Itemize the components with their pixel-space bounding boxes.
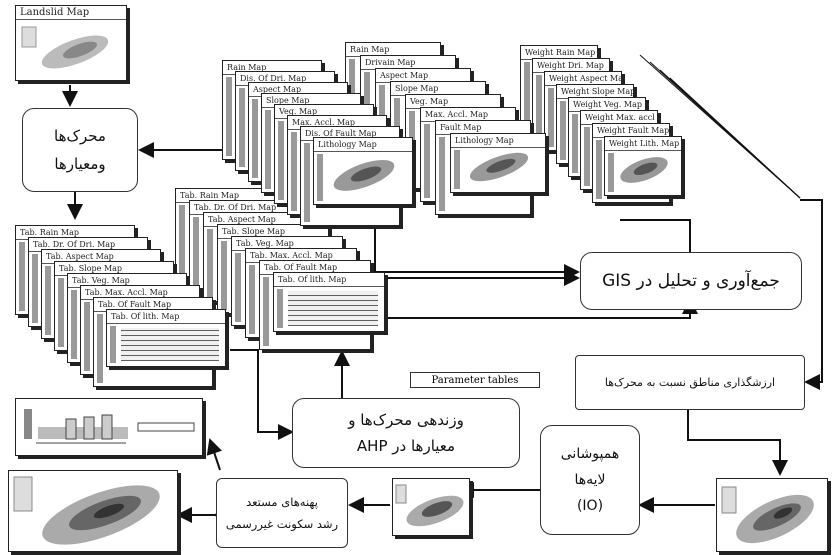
window-side-strip	[97, 314, 103, 383]
window-side-strip	[252, 99, 258, 178]
window-side-strip	[572, 114, 578, 173]
map-thumbnail-icon	[469, 152, 529, 182]
window-side-strip	[110, 326, 116, 363]
ahp-line-2: معیارها در AHP	[356, 437, 456, 455]
window-side-strip	[608, 153, 614, 192]
window-side-strip	[221, 241, 227, 310]
stack-window: Tab. Of lith. Map	[273, 272, 385, 332]
criteria-box: محرک‌ها ومعیارها	[22, 108, 138, 192]
window-side-strip	[235, 253, 241, 322]
window-side-strip	[84, 302, 90, 371]
stack-window-title: Weight Lith. Map	[605, 137, 681, 151]
gis-box: جمع‌آوری و تحلیل در GIS	[580, 252, 802, 310]
window-side-strip	[193, 217, 199, 286]
window-side-strip	[207, 229, 213, 298]
arrow-zoning-to-map	[687, 408, 788, 476]
criteria-line-1: محرک‌ها	[54, 127, 106, 145]
window-side-strip	[560, 101, 566, 160]
window-side-strip	[58, 278, 64, 347]
map-thumbnail-icon	[620, 157, 668, 183]
result-map	[392, 478, 470, 536]
parameter-tables-label: Parameter tables	[410, 372, 540, 388]
overlay-line-2: لایه‌ها	[574, 472, 606, 488]
ahp-line-1: وزندهی محرک‌ها و	[348, 411, 464, 429]
susceptible-line-1: پهنه‌های مستعد	[246, 495, 318, 509]
landslide-map-frame: Landslid Map	[15, 5, 127, 81]
map-thumbnail-icon	[21, 26, 109, 69]
stack-window: Tab. Of lith. Map	[106, 309, 226, 367]
window-side-strip	[277, 289, 283, 328]
zoning-label: ارزشگذاری مناطق نسبت به محرک‌ها	[604, 376, 776, 389]
stack-window-title: Tab. Of lith. Map	[274, 273, 384, 287]
map-thumbnail-icon	[721, 486, 814, 544]
window-side-strip	[524, 62, 530, 121]
stack-window: Lithology Map	[450, 133, 546, 193]
window-side-strip	[584, 127, 590, 186]
arrow-susceptible-to-chart	[206, 438, 223, 471]
window-side-strip	[454, 150, 460, 189]
arrow-weights-to-zoning	[800, 199, 823, 390]
landslide-map-title: Landslid Map	[16, 6, 126, 20]
criteria-line-2: ومعیارها	[54, 155, 106, 173]
zoning-box: ارزشگذاری مناطق نسبت به محرک‌ها	[575, 355, 805, 410]
window-side-strip	[179, 205, 185, 274]
arrow-tables-to-ahp	[230, 349, 294, 440]
bar-chart-frame	[15, 398, 203, 456]
susceptible-areas-box: پهنه‌های مستعد رشد سکونت غیررسمی	[216, 478, 348, 548]
overlay-line-3: (IO)	[576, 498, 604, 514]
window-side-strip	[71, 290, 77, 359]
window-side-strip	[304, 143, 310, 222]
map-thumbnail-icon	[395, 484, 464, 527]
window-side-strip	[548, 88, 554, 147]
window-side-strip	[317, 154, 323, 201]
window-side-strip	[536, 75, 542, 134]
table-grid	[121, 328, 219, 361]
window-side-strip	[226, 77, 232, 156]
window-side-strip	[45, 266, 51, 335]
stack-window-title: Lithology Map	[451, 134, 545, 148]
window-side-strip	[596, 140, 602, 199]
overlay-input-map	[716, 478, 828, 552]
map-thumbnail-icon	[13, 476, 160, 545]
window-side-strip	[19, 242, 25, 311]
window-side-strip	[32, 254, 38, 323]
stack-window-title: Tab. Of lith. Map	[107, 310, 225, 324]
stack-window: Lithology Map	[313, 137, 413, 205]
window-side-strip	[249, 265, 255, 334]
stack-window-title: Lithology Map	[314, 138, 412, 152]
map-thumbnail-icon	[333, 159, 395, 191]
window-side-strip	[263, 277, 269, 346]
ahp-weighting-box: وزندهی محرک‌ها و معیارها در AHP	[292, 398, 520, 468]
overlay-box: همپوشانی لایه‌ها (IO)	[540, 425, 640, 535]
susceptible-line-2: رشد سکونت غیررسمی	[225, 517, 339, 531]
window-side-strip	[424, 124, 430, 198]
table-grid	[288, 291, 378, 326]
stack-window: Weight Lith. Map	[604, 136, 682, 196]
window-side-strip	[291, 132, 297, 211]
bar-chart-thumbnail	[24, 409, 195, 444]
window-side-strip	[278, 121, 284, 200]
overlay-line-1: همپوشانی	[560, 446, 620, 462]
gis-label: جمع‌آوری و تحلیل در GIS	[602, 271, 780, 291]
arrow-gis-to-weights	[620, 219, 691, 252]
window-side-strip	[439, 137, 445, 211]
window-side-strip	[265, 110, 271, 189]
final-susceptibility-map	[8, 470, 178, 552]
window-side-strip	[239, 88, 245, 167]
